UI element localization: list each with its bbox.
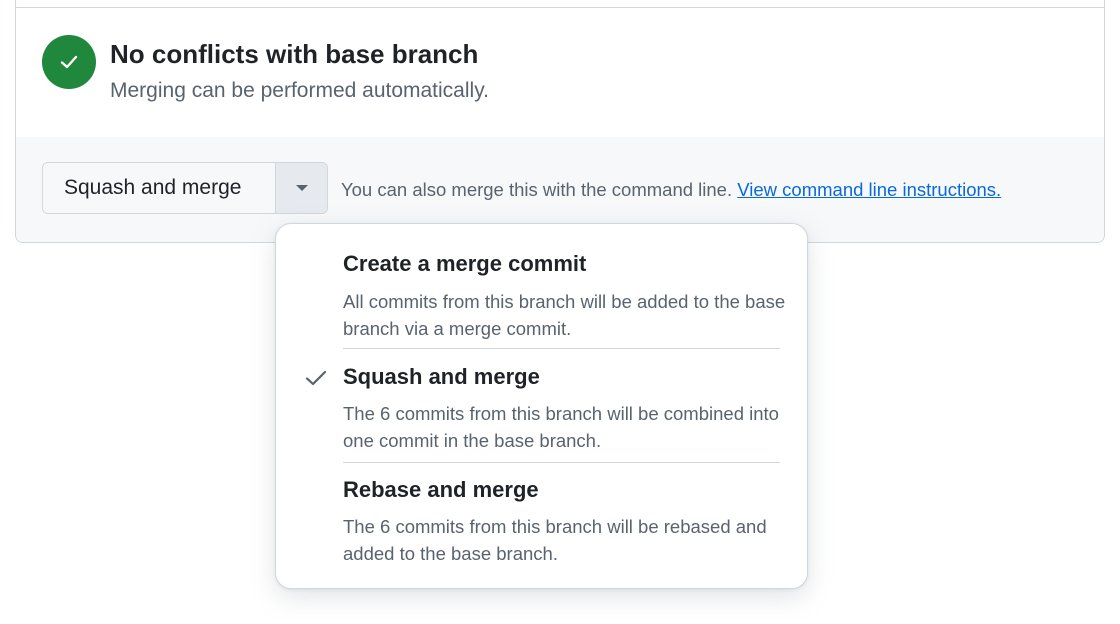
command-line-hint-text: You can also merge this with the command… [341, 179, 733, 200]
merge-status-title: No conflicts with base branch [110, 39, 479, 69]
check-icon [305, 370, 327, 386]
triangle-down-icon [295, 185, 308, 191]
merge-method-dropdown-button[interactable] [276, 163, 327, 213]
section-divider [16, 7, 1104, 8]
merge-status-section: No conflicts with base branch Merging ca… [16, 0, 1104, 138]
check-circle-icon [42, 35, 96, 89]
menu-divider [343, 348, 780, 349]
menu-item-description: The 6 commits from this branch will be c… [343, 403, 779, 451]
menu-item-title: Squash and merge [343, 364, 540, 389]
menu-item-create-merge-commit[interactable]: Create a merge commit All commits from t… [276, 224, 807, 349]
view-command-line-instructions-link[interactable]: View command line instructions. [737, 179, 1002, 200]
menu-item-title: Create a merge commit [343, 251, 587, 276]
merge-box: No conflicts with base branch Merging ca… [15, 0, 1105, 243]
merge-method-menu: Create a merge commit All commits from t… [275, 223, 808, 589]
squash-and-merge-button[interactable]: Squash and merge [43, 163, 276, 213]
merge-button-group: Squash and merge [42, 162, 328, 214]
menu-item-squash-and-merge[interactable]: Squash and merge The 6 commits from this… [276, 349, 807, 462]
menu-divider [343, 462, 780, 463]
menu-item-description: All commits from this branch will be add… [343, 291, 786, 339]
command-line-hint: You can also merge this with the command… [341, 179, 1001, 201]
menu-item-rebase-and-merge[interactable]: Rebase and merge The 6 commits from this… [276, 463, 807, 588]
check-icon [60, 55, 78, 69]
merge-status-subtitle: Merging can be performed automatically. [110, 79, 489, 102]
menu-item-description: The 6 commits from this branch will be r… [343, 516, 767, 564]
merge-actions-section: Squash and merge You can also merge this… [16, 137, 1104, 242]
menu-item-title: Rebase and merge [343, 477, 539, 502]
